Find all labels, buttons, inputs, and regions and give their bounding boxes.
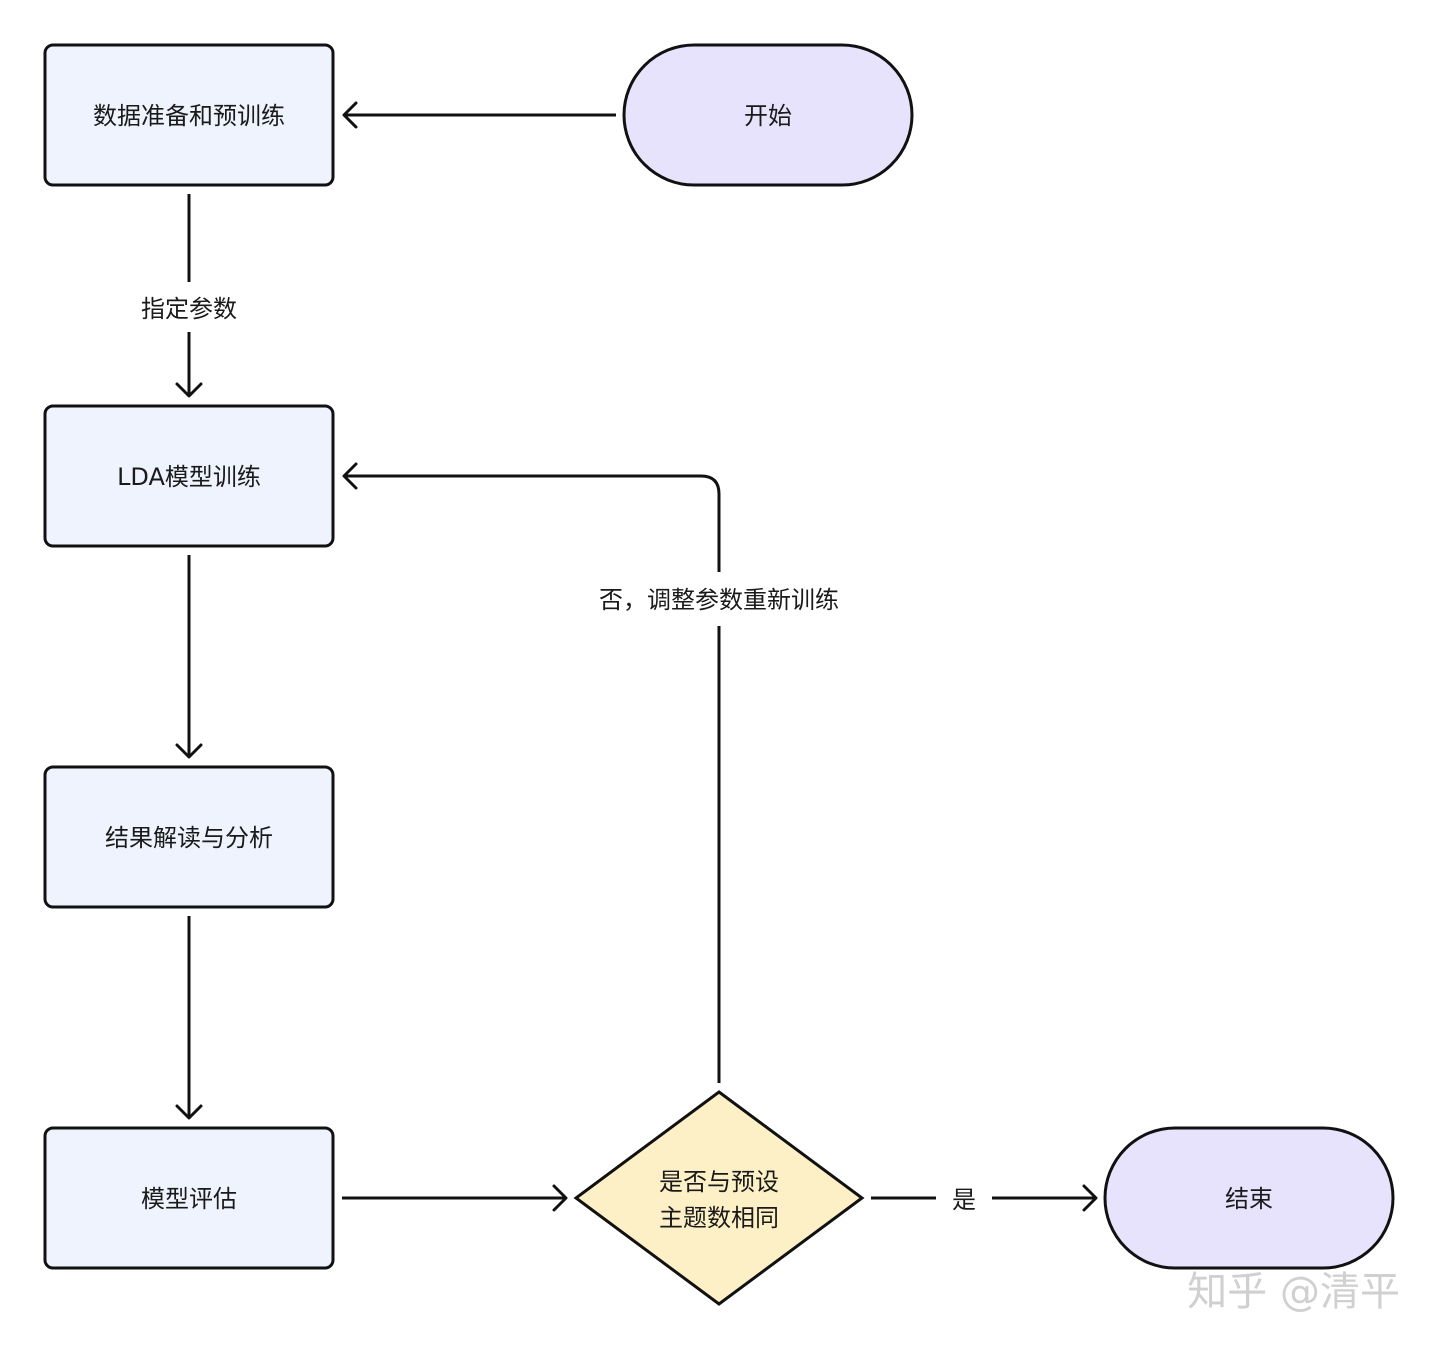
edge-label-yes: 是	[952, 1186, 976, 1214]
node-evaluate-label: 模型评估	[141, 1185, 237, 1213]
node-lda-train-label: LDA模型训练	[117, 463, 261, 491]
watermark: 知乎 @清平	[1187, 1269, 1400, 1315]
node-decision: 是否与预设 主题数相同	[573, 1090, 865, 1306]
edge-label-specify-params: 指定参数	[141, 295, 237, 323]
node-end-label: 结束	[1225, 1185, 1273, 1213]
node-end: 结束	[1103, 1126, 1395, 1270]
edge-decision-yes-to-end	[871, 1184, 1098, 1212]
node-interpret: 结果解读与分析	[43, 765, 335, 909]
node-evaluate: 模型评估	[43, 1126, 335, 1270]
node-decision-label-line2: 主题数相同	[659, 1204, 779, 1232]
node-lda-train: LDA模型训练	[43, 404, 335, 548]
edge-label-no-retrain: 否，调整参数重新训练	[599, 586, 839, 614]
edge-data-prep-to-lda	[175, 194, 203, 398]
node-interpret-label: 结果解读与分析	[105, 824, 273, 852]
node-decision-label-line1: 是否与预设	[659, 1168, 779, 1196]
edge-start-to-data-prep	[342, 101, 616, 129]
edge-evaluate-to-decision	[342, 1184, 568, 1212]
edge-decision-no-to-lda	[342, 462, 721, 1083]
node-data-prep: 数据准备和预训练	[43, 43, 335, 187]
node-data-prep-label: 数据准备和预训练	[93, 102, 285, 130]
node-start-label: 开始	[744, 102, 792, 130]
edge-lda-to-interpret	[175, 555, 203, 759]
edge-interpret-to-evaluate	[175, 916, 203, 1120]
node-start: 开始	[622, 43, 914, 187]
